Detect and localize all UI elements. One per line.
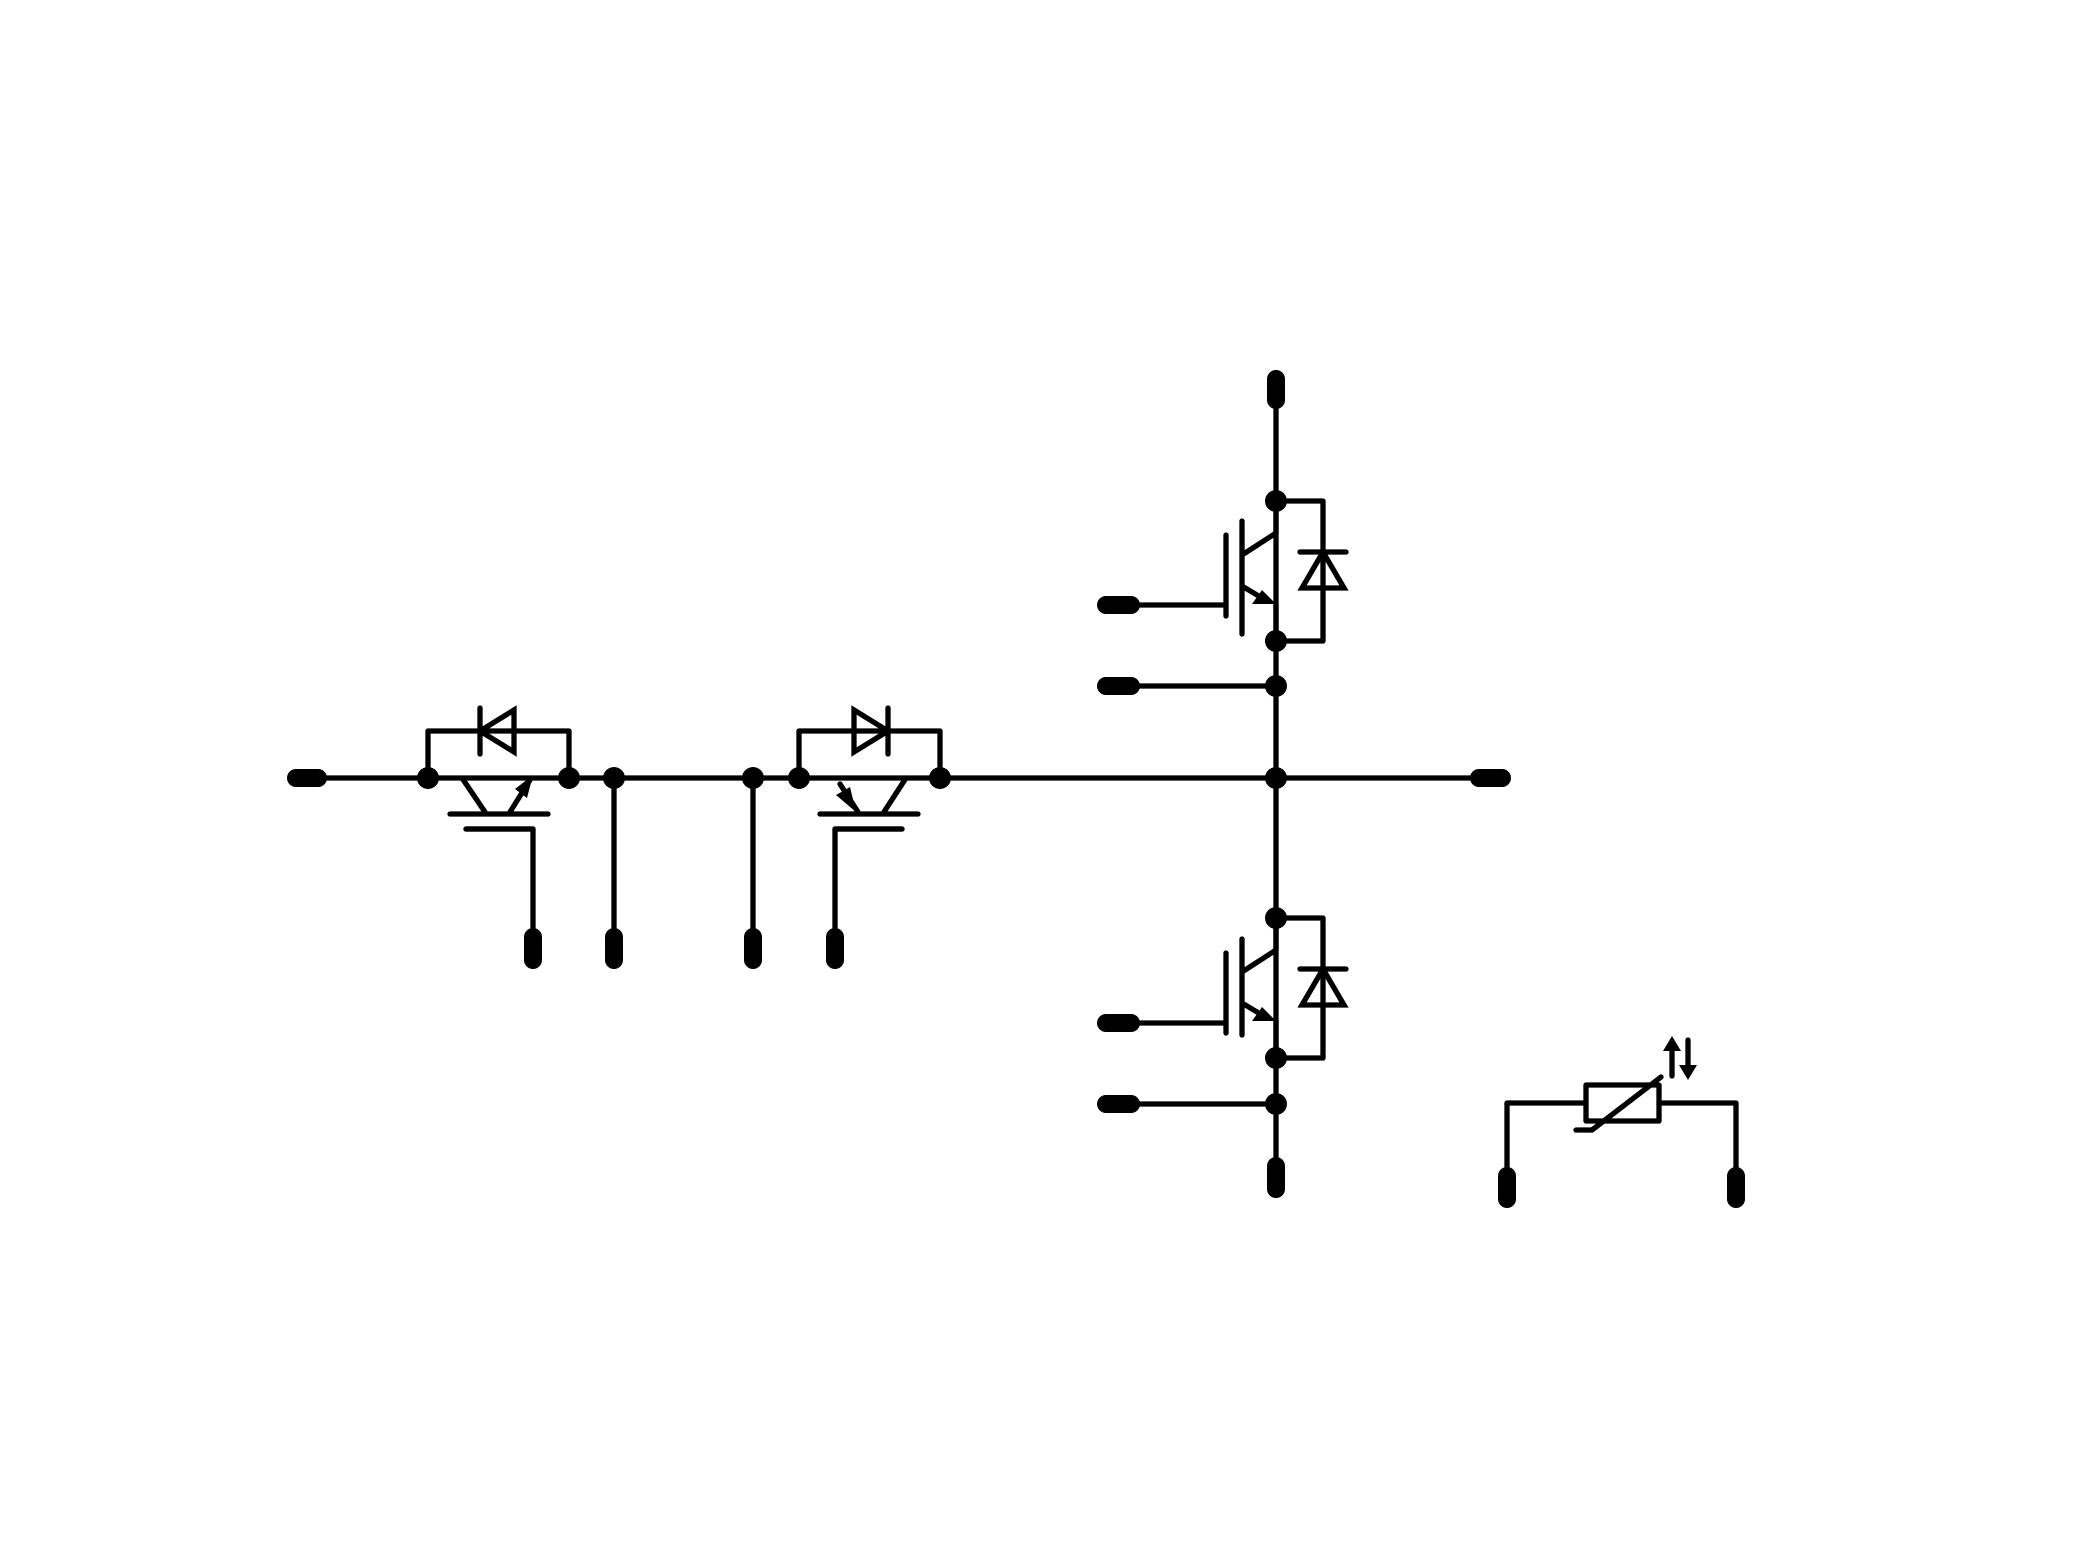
junction-dots xyxy=(417,490,1287,1115)
igbt-left-1 xyxy=(425,705,572,953)
igbt-left-2 xyxy=(796,705,943,953)
igbt-top xyxy=(1115,498,1349,644)
ntc-thermistor xyxy=(1504,1036,1739,1188)
terminals xyxy=(287,370,1745,1208)
igbt-bottom xyxy=(1115,915,1349,1061)
